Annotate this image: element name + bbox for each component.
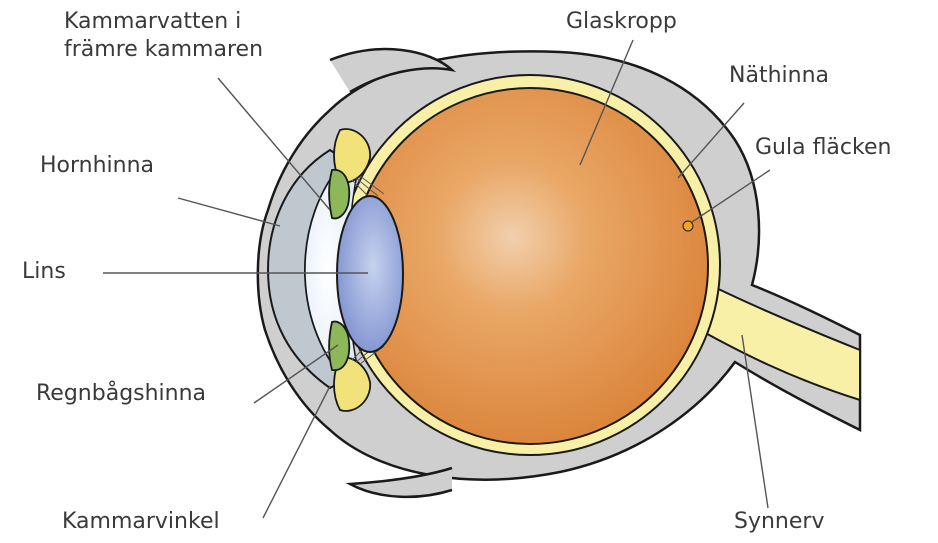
label-aqueous: Kammarvatten i främre kammaren — [64, 8, 263, 64]
label-optic-nerve: Synnerv — [734, 508, 824, 536]
label-cornea: Hornhinna — [40, 152, 154, 180]
label-retina: Näthinna — [729, 62, 829, 90]
label-aqueous-line1: Kammarvatten i — [64, 8, 263, 36]
label-iris: Regnbågshinna — [36, 380, 206, 408]
leader-angle — [263, 386, 330, 518]
label-vitreous: Glaskropp — [566, 8, 677, 36]
macula — [683, 221, 693, 231]
label-lens: Lins — [22, 258, 66, 286]
label-aqueous-line2: främre kammaren — [64, 36, 263, 64]
vitreous — [352, 88, 708, 444]
label-macula: Gula fläcken — [755, 134, 891, 162]
label-angle: Kammarvinkel — [62, 508, 220, 536]
lower-fold — [350, 468, 452, 497]
iris-upper — [329, 170, 349, 219]
leader-cornea — [178, 198, 280, 226]
lens — [337, 196, 403, 352]
